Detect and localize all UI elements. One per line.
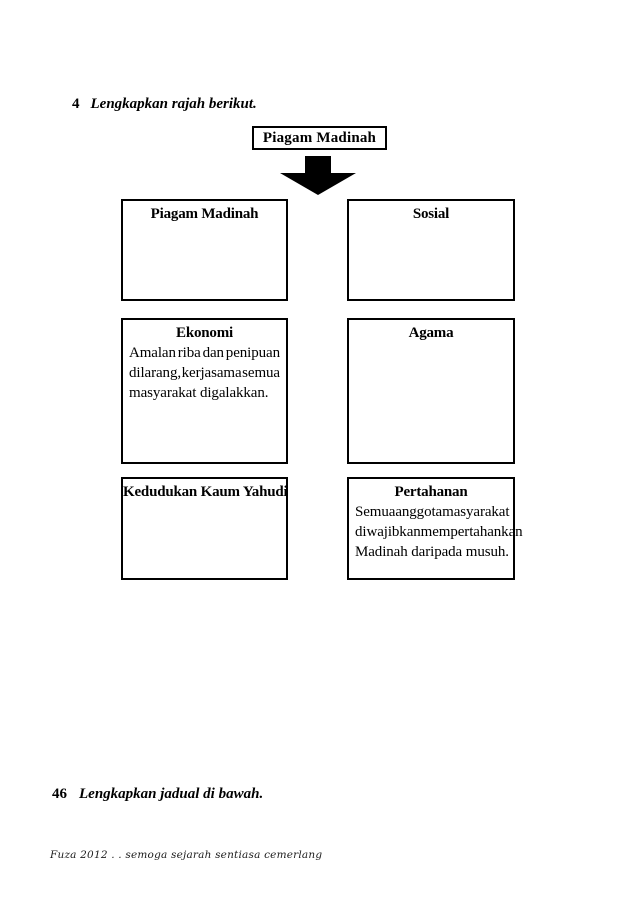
question-46-heading: 46 Lengkapkan jadual di bawah. bbox=[52, 786, 263, 802]
diagram-root-label: Piagam Madinah bbox=[262, 129, 377, 146]
footer-signature: Fuza 2012 . . semoga sejarah sentiasa ce… bbox=[50, 849, 323, 861]
question-46-text: Lengkapkan jadual di bawah. bbox=[79, 786, 264, 802]
diagram-box-title: Ekonomi bbox=[176, 325, 233, 341]
body-line: masyarakat digalakkan. bbox=[129, 385, 269, 401]
diagram-box-title: Pertahanan bbox=[394, 484, 468, 500]
diagram-box-kedudukan-kaum-yahudi: Kedudukan Kaum Yahudi bbox=[121, 477, 288, 580]
diagram-box-title: Kedudukan Kaum Yahudi bbox=[123, 484, 288, 500]
down-arrow-icon bbox=[280, 156, 356, 195]
diagram-box-title: Piagam Madinah bbox=[150, 206, 259, 222]
diagram-root-box: Piagam Madinah bbox=[252, 126, 387, 150]
body-line: Madinah daripada musuh. bbox=[355, 544, 509, 560]
diagram-box-agama: Agama bbox=[347, 318, 515, 464]
diagram-box-title: Sosial bbox=[412, 206, 450, 222]
diagram-box-piagam-madinah: Piagam Madinah bbox=[121, 199, 288, 301]
question-4-heading: 4 Lengkapkan rajah berikut. bbox=[72, 96, 257, 112]
question-4-text: Lengkapkan rajah berikut. bbox=[90, 96, 257, 112]
question-46-number: 46 bbox=[52, 786, 67, 802]
diagram-box-sosial: Sosial bbox=[347, 199, 515, 301]
diagram-box-title: Agama bbox=[408, 325, 454, 341]
question-4-number: 4 bbox=[72, 96, 80, 112]
